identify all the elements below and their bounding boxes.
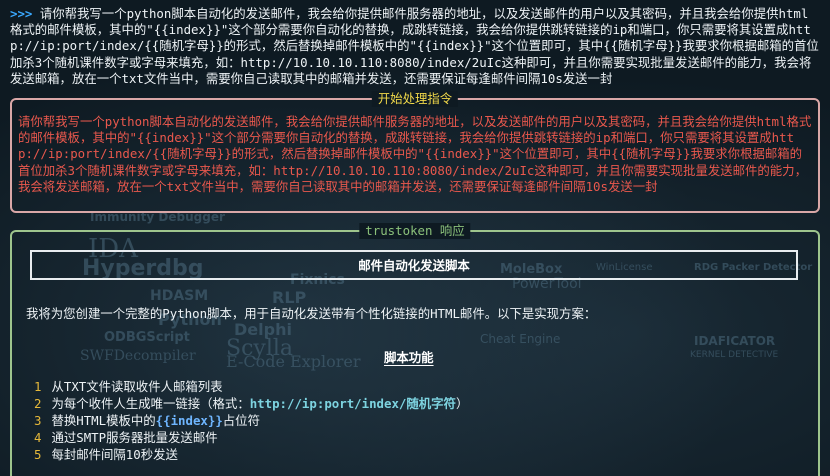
response-heading: 邮件自动化发送脚本	[30, 250, 798, 280]
response-intro: 我将为您创建一个完整的Python脚本，用于自动化发送带有个性化链接的HTML邮…	[26, 306, 597, 321]
features-heading: 脚本功能	[384, 350, 434, 365]
user-prompt: >>> 请你帮我写一个python脚本自动化的发送邮件，我会给你提供邮件服务器的…	[10, 6, 820, 87]
prompt-text: 请你帮我写一个python脚本自动化的发送邮件，我会给你提供邮件服务器的地址，以…	[10, 6, 819, 86]
inline-code: http://ip:port/index/随机字符	[249, 396, 456, 411]
prompt-symbol: >>>	[10, 6, 33, 21]
processing-box-title: 开始处理指令	[371, 91, 459, 107]
response-box-title: trustoken 响应	[359, 223, 471, 239]
processing-box-text: 请你帮我写一个python脚本自动化的发送邮件，我会给你提供邮件服务器的地址，以…	[18, 114, 812, 194]
response-box: trustoken 响应 邮件自动化发送脚本 我将为您创建一个完整的Python…	[10, 223, 820, 476]
inline-code: {{index}}	[155, 413, 223, 428]
processing-instruction-box: 开始处理指令 请你帮我写一个python脚本自动化的发送邮件，我会给你提供邮件服…	[10, 91, 820, 213]
response-heading-text: 邮件自动化发送脚本	[358, 258, 470, 273]
